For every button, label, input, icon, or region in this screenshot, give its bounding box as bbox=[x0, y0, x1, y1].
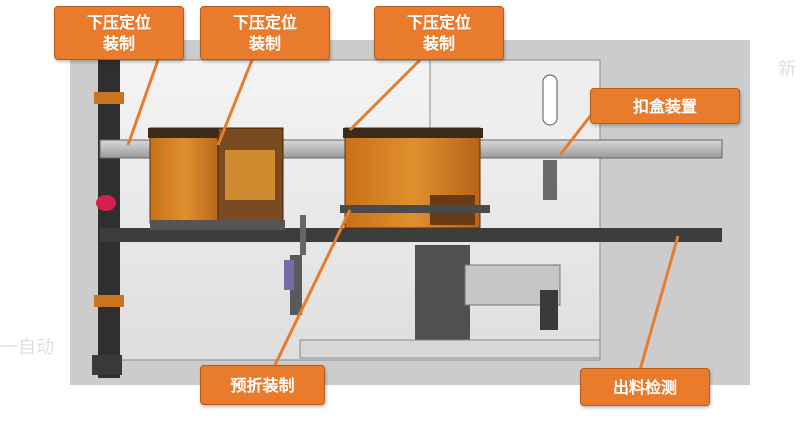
callout-box-buckle-label: 扣盒装置 bbox=[632, 96, 697, 116]
callout-press-1: 下压定位 装制 bbox=[54, 6, 184, 60]
callout-press-2: 下压定位 装制 bbox=[200, 6, 330, 60]
left-column-collar-1 bbox=[94, 92, 124, 104]
press-block-left bbox=[149, 127, 221, 224]
lower-block-1 bbox=[415, 245, 470, 345]
cylinder-window bbox=[542, 74, 558, 126]
purple-cylinder bbox=[284, 260, 294, 290]
callout-box-buckle: 扣盒装置 bbox=[590, 88, 740, 124]
lower-block-3 bbox=[540, 290, 558, 330]
callout-press-3-line1: 下压定位 bbox=[406, 13, 471, 32]
watermark-right: 新 bbox=[778, 59, 796, 80]
callout-press-2-line2: 装制 bbox=[248, 34, 281, 53]
callout-output-check-label: 出料检测 bbox=[612, 377, 677, 397]
left-column-collar-2 bbox=[94, 295, 124, 307]
prefold-bracket bbox=[340, 205, 490, 213]
callout-press-2-line1: 下压定位 bbox=[232, 13, 297, 32]
callout-press-3: 下压定位 装制 bbox=[374, 6, 504, 60]
left-column-foot bbox=[92, 355, 122, 375]
callout-press-1-line2: 装制 bbox=[102, 34, 135, 53]
left-column bbox=[98, 60, 120, 378]
callout-press-1-line1: 下压定位 bbox=[86, 13, 151, 32]
red-sensor bbox=[96, 195, 116, 211]
callout-prefold: 预折装制 bbox=[200, 365, 325, 405]
callout-output-check: 出料检测 bbox=[580, 368, 710, 406]
right-cylinder bbox=[543, 160, 557, 200]
callout-prefold-label: 预折装制 bbox=[230, 375, 295, 395]
press-block-right-bar bbox=[343, 128, 483, 138]
vertical-shaft-1 bbox=[300, 215, 306, 255]
press-block-middle-inner bbox=[225, 150, 275, 200]
press-base-left bbox=[150, 220, 285, 230]
callout-press-3-line2: 装制 bbox=[422, 34, 455, 53]
lower-rail bbox=[100, 228, 722, 242]
press-block-left-bar bbox=[148, 128, 283, 138]
bottom-plate bbox=[299, 339, 601, 359]
callout-connectors bbox=[126, 58, 680, 371]
watermark-left: 一自动 bbox=[0, 337, 54, 358]
